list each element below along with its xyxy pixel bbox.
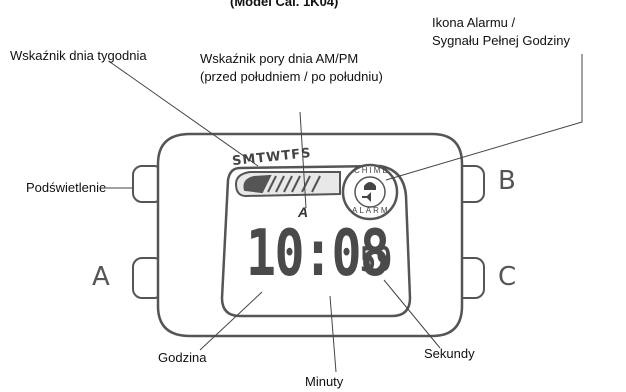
label-minutes: Minuty — [305, 374, 344, 389]
button-a-label: A — [92, 262, 110, 292]
label-ampm-line1: Wskaźnik pory dnia AM/PM — [200, 51, 359, 66]
leader-lines — [106, 54, 583, 373]
weekday-segment-bar — [234, 171, 341, 198]
label-alarm-line2: Sygnału Pełnej Godziny — [432, 33, 571, 48]
label-weekday-indicator: Wskaźnik dnia tygodnia — [10, 48, 147, 63]
time-hours-minutes: 10:08 — [246, 217, 390, 291]
bell-icon — [364, 182, 376, 190]
chime-alarm-inner — [354, 176, 386, 208]
label-backlight: Podświetlenie — [26, 180, 107, 195]
chime-text: CHIME — [354, 166, 390, 175]
time-seconds: 59 — [360, 240, 392, 280]
label-hour: Godzina — [158, 350, 207, 365]
ampm-indicator: A — [298, 204, 309, 220]
button-c-label: C — [498, 262, 517, 292]
alarm-text: ALARM — [352, 206, 390, 215]
button-b-label: B — [498, 166, 516, 196]
speaker-icon — [362, 192, 371, 202]
model-title: (Model Cal. 1K04) — [230, 0, 339, 9]
label-seconds: Sekundy — [424, 346, 475, 361]
label-ampm-line2: (przed południem / po południu) — [200, 69, 383, 84]
label-alarm-line1: Ikona Alarmu / — [432, 15, 516, 30]
